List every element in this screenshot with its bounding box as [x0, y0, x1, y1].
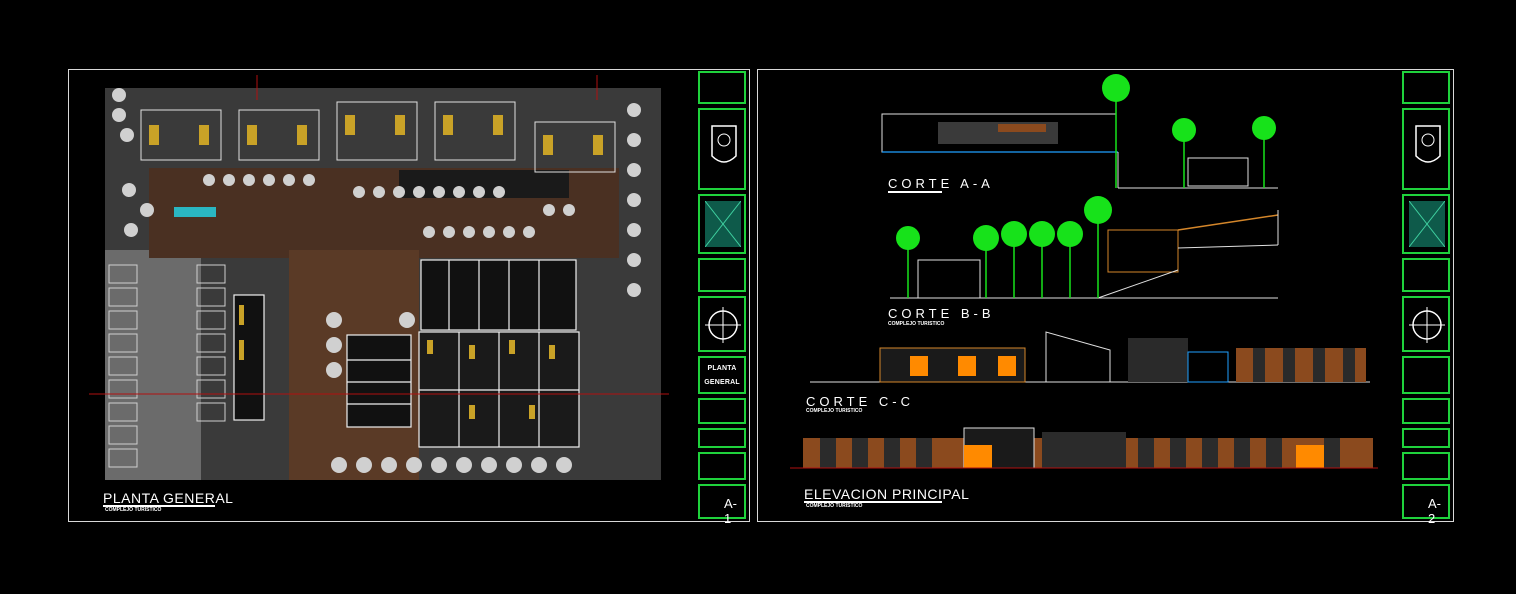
- tb-info-cell-3: [1402, 452, 1450, 480]
- elevation-title: ELEVACION PRINCIPAL: [804, 486, 970, 502]
- tb-logo-cell: [1402, 108, 1450, 190]
- palms-a: [1102, 74, 1276, 188]
- tb-north-cell: [1402, 296, 1450, 352]
- tb-info-cell-3: [698, 452, 746, 480]
- crest-icon: [1415, 125, 1441, 163]
- main-building: [233, 259, 580, 448]
- north-arrow-icon: [705, 307, 741, 343]
- elevation-subtitle: COMPLEJO TURISTICO: [806, 503, 863, 509]
- tb-image-cell: [1402, 194, 1450, 254]
- sheet-a2[interactable]: CORTE A-A CORTE B-B COMPLEJO TURISTICO C…: [757, 69, 1454, 526]
- titleblock-a1: PLANTA GENERAL A-1: [698, 71, 746, 526]
- parking-area: [105, 250, 201, 480]
- tb-label-cell: [1402, 356, 1450, 394]
- plan-title: PLANTA GENERAL: [103, 490, 234, 506]
- sheet-number: A-1: [724, 496, 737, 526]
- section-a-underline: [888, 191, 942, 193]
- plan-title-underline: [103, 505, 215, 507]
- tb-header-cell: [1402, 71, 1450, 104]
- tb-info-cell-1: [1402, 398, 1450, 424]
- tb-info-cell-1: [698, 398, 746, 424]
- palms-b: [896, 196, 1112, 298]
- thumbnail-icon: [705, 201, 741, 247]
- section-b-b: [890, 210, 1279, 299]
- elevation-underline: [804, 501, 942, 503]
- tb-sheet-number-cell: A-2: [1402, 484, 1450, 526]
- sheet-number: A-2: [1428, 496, 1441, 526]
- north-arrow-icon: [1409, 307, 1445, 343]
- tb-label-cell: PLANTA GENERAL: [698, 356, 746, 394]
- tb-project-cell: [1402, 258, 1450, 292]
- tb-image-cell: [698, 194, 746, 254]
- tb-info-cell-2: [1402, 428, 1450, 448]
- tb-project-cell: [698, 258, 746, 292]
- tb-label-1: PLANTA: [707, 365, 737, 372]
- trees: [112, 88, 641, 473]
- section-a-title: CORTE A-A: [888, 176, 994, 191]
- section-c-c: [810, 331, 1370, 383]
- main-elevation: [790, 427, 1378, 469]
- plan-subtitle: COMPLEJO TURISTICO: [105, 507, 162, 513]
- site-plan-drawing: [89, 75, 669, 480]
- crest-icon: [711, 125, 737, 163]
- tb-label-2: GENERAL: [704, 379, 740, 386]
- titleblock-a2: A-2: [1402, 71, 1450, 526]
- pool: [174, 207, 216, 217]
- tb-info-cell-2: [698, 428, 746, 448]
- tb-header-cell: [698, 71, 746, 104]
- sections-drawing: [790, 74, 1378, 469]
- parking-stalls: [108, 264, 226, 468]
- section-b-title: CORTE B-B: [888, 306, 995, 321]
- cabin-furniture: [149, 115, 603, 155]
- thumbnail-icon: [1409, 201, 1445, 247]
- section-c-title: CORTE C-C: [806, 394, 914, 409]
- section-b-subtitle: COMPLEJO TURISTICO: [888, 321, 945, 327]
- section-c-subtitle: COMPLEJO TURISTICO: [806, 408, 863, 414]
- cabins: [140, 101, 616, 173]
- tb-north-cell: [698, 296, 746, 352]
- tb-logo-cell: [698, 108, 746, 190]
- axis-lines: [89, 75, 669, 395]
- sheet-a1[interactable]: PLANTA GENERAL COMPLEJO TURISTICO PLANTA…: [68, 69, 750, 526]
- tb-sheet-number-cell: A-1: [698, 484, 746, 526]
- furniture: [239, 305, 555, 419]
